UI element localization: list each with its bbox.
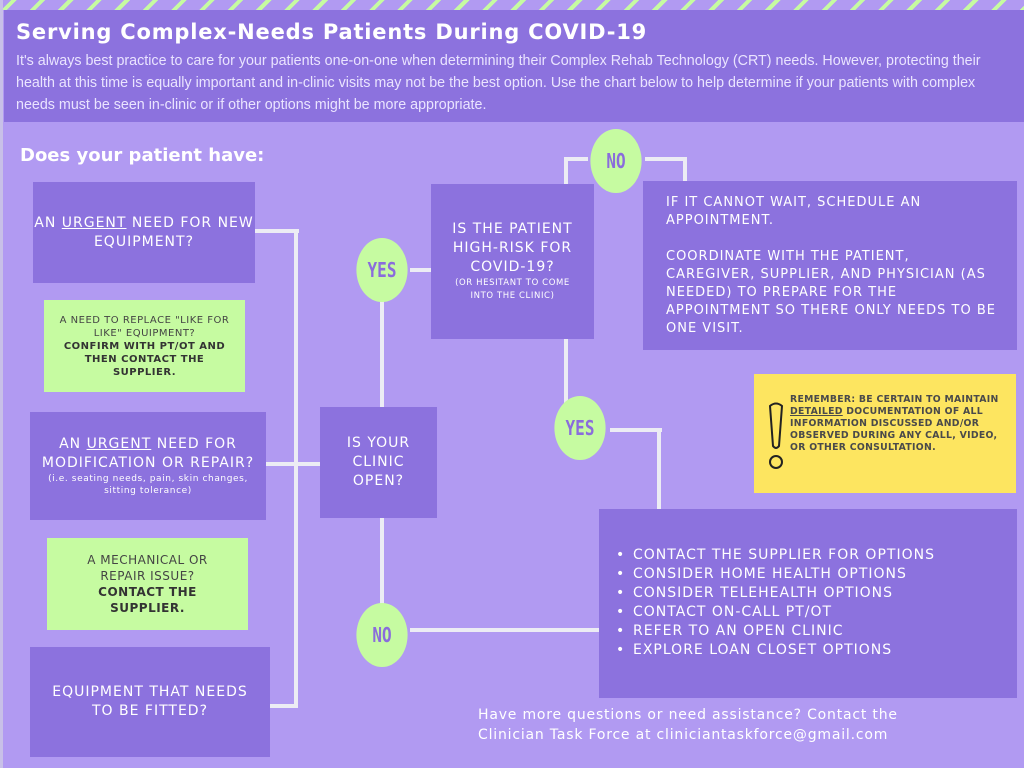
connector-line: [380, 515, 384, 615]
option-item: CONTACT THE SUPPLIER FOR OPTIONS: [616, 546, 1017, 565]
contact-footer: Have more questions or need assistance? …: [478, 707, 898, 743]
connector-line: [683, 157, 687, 183]
option-item: REFER TO AN OPEN CLINIC: [616, 622, 1017, 641]
connector-line: [610, 428, 662, 432]
mechanical-issue-box: A MECHANICAL OR REPAIR ISSUE? CONTACT TH…: [47, 538, 248, 630]
detailed-emphasis: DETAILED: [790, 406, 843, 417]
decorative-stripes: [0, 0, 1024, 10]
intro-text: It's always best practice to care for yo…: [16, 53, 981, 113]
exclamation-icon: [768, 402, 784, 469]
reminder-text: REMEMBER: BE CERTAIN TO MAINTAIN DETAILE…: [790, 394, 999, 453]
option-item: CONSIDER TELEHEALTH OPTIONS: [616, 584, 1017, 603]
repair-examples: (i.e. seating needs, pain, skin changes,…: [48, 474, 248, 496]
connector-line: [266, 462, 320, 466]
yes-circle-high-risk: YES: [554, 396, 606, 460]
urgent-emphasis: URGENT: [86, 436, 152, 452]
yes-circle-clinic-open: YES: [356, 238, 408, 302]
urgent-emphasis: URGENT: [61, 214, 127, 231]
schedule-appointment-box: IF IT CANNOT WAIT, SCHEDULE AN APPOINTME…: [643, 181, 1017, 350]
alternative-options-box: CONTACT THE SUPPLIER FOR OPTIONS CONSIDE…: [599, 509, 1017, 698]
connector-line: [564, 157, 588, 161]
high-risk-box: IS THE PATIENT HIGH-RISK FOR COVID-19? (…: [431, 184, 594, 339]
option-item: CONSIDER HOME HEALTH OPTIONS: [616, 565, 1017, 584]
no-circle-clinic-open: NO: [356, 603, 408, 667]
no-circle-high-risk: NO: [590, 129, 642, 193]
connector-line: [255, 229, 299, 233]
urgent-repair-box: AN URGENT NEED FOR MODIFICATION OR REPAI…: [30, 412, 266, 520]
connector-line: [410, 628, 600, 632]
like-for-like-box: A NEED TO REPLACE "LIKE FOR LIKE" EQUIPM…: [44, 300, 245, 392]
connector-line: [564, 157, 568, 187]
connector-line: [645, 157, 687, 161]
header-banner: Serving Complex-Needs Patients During CO…: [4, 10, 1024, 122]
high-risk-note: (OR HESITANT TO COME INTO THE CLINIC): [455, 278, 570, 301]
options-list: CONTACT THE SUPPLIER FOR OPTIONS CONSIDE…: [616, 546, 1017, 660]
fitted-equipment-box: EQUIPMENT THAT NEEDS TO BE FITTED?: [30, 647, 270, 757]
urgent-new-equipment-box: AN URGENT NEED FOR NEW EQUIPMENT?: [33, 182, 255, 283]
connector-line: [294, 229, 298, 708]
option-item: EXPLORE LOAN CLOSET OPTIONS: [616, 641, 1017, 660]
connector-line: [380, 290, 384, 410]
left-border: [0, 0, 3, 768]
connector-line: [564, 338, 568, 408]
option-item: CONTACT ON-CALL PT/OT: [616, 603, 1017, 622]
connector-line: [657, 428, 661, 510]
email-link[interactable]: cliniciantaskforce@gmail.com: [656, 727, 889, 743]
clinic-open-box: IS YOUR CLINIC OPEN?: [320, 407, 437, 518]
reminder-note: REMEMBER: BE CERTAIN TO MAINTAIN DETAILE…: [754, 374, 1016, 493]
connector-line: [410, 268, 432, 272]
page-title: Serving Complex-Needs Patients During CO…: [16, 20, 648, 44]
section-subhead: Does your patient have:: [20, 145, 265, 166]
connector-line: [270, 704, 298, 708]
